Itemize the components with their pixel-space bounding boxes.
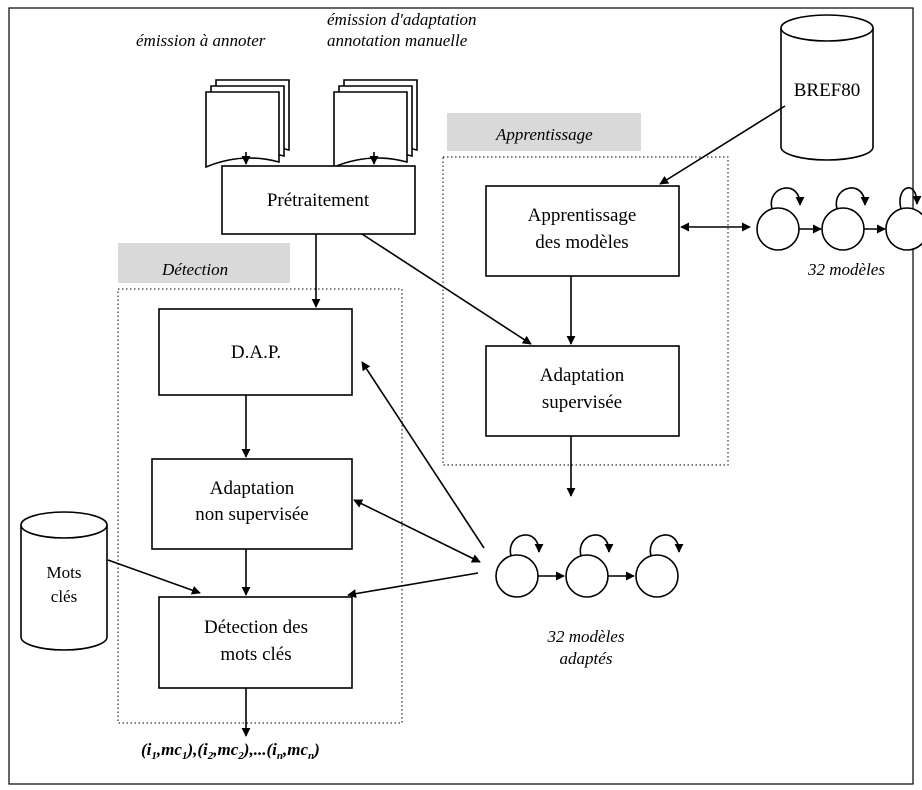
supervised-adaptation-label-line1: Adaptation: [540, 365, 625, 386]
model-training-label-line1: Apprentissage: [528, 205, 637, 226]
arrow-adapted-models-unsupervised-bidirectional: [353, 499, 481, 563]
dap-box: [158, 308, 353, 396]
bref80-database: [780, 14, 874, 161]
adaptation-doc-label-line1: émission d'adaptation: [327, 10, 477, 29]
unsupervised-adaptation-box: [151, 458, 353, 550]
adapted-models-label-line2: adaptés: [560, 649, 613, 668]
keywords-db-label-line1: Mots: [47, 563, 82, 582]
preprocessing-label: Prétraitement: [267, 190, 370, 211]
arrow-bref80-to-training: [659, 105, 786, 185]
bref80-label: BREF80: [794, 80, 861, 101]
model-training-box: [485, 185, 680, 277]
annotate-doc-label: émission à annoter: [136, 31, 266, 50]
training-group-title: Apprentissage: [495, 125, 593, 144]
training-group-tab: [447, 113, 641, 151]
trained-models-chain: [756, 187, 922, 251]
dap-label: D.A.P.: [231, 342, 281, 363]
unsupervised-adaptation-label-line2: non supervisée: [195, 504, 308, 525]
unsupervised-adaptation-label-line1: Adaptation: [210, 478, 295, 499]
training-group-frame: [442, 156, 729, 466]
adaptation-doc-label-line2: annotation manuelle: [327, 31, 468, 50]
arrow-adapted-models-to-detection: [347, 572, 479, 599]
keyword-detection-label-line1: Détection des: [204, 617, 308, 638]
adapted-models-label-line1: 32 modèles: [547, 627, 625, 646]
output-sequence: (i1,mc1),(i2,mc2),...(in,mcn): [141, 740, 320, 762]
document-stack-annotate: [205, 79, 290, 169]
supervised-adaptation-label-line2: supervisée: [542, 392, 622, 413]
preprocessing-box: [221, 165, 416, 235]
document-stack-adaptation: [333, 79, 418, 169]
supervised-adaptation-box: [485, 345, 680, 437]
outer-frame: [8, 7, 914, 785]
arrow-keywords-to-detection: [107, 559, 201, 595]
trained-models-label: 32 modèles: [807, 260, 885, 279]
arrow-adapted-models-to-dap: [361, 361, 485, 549]
adapted-models-chain: [495, 534, 684, 598]
model-training-label-line2: des modèles: [535, 232, 628, 253]
keywords-database: [20, 511, 108, 651]
keyword-detection-box: [158, 596, 353, 689]
detection-group-tab: [118, 243, 290, 283]
arrow-preprocessing-to-supervised: [361, 233, 532, 345]
keywords-db-label-line2: clés: [51, 587, 77, 606]
keyword-detection-label-line2: mots clés: [220, 644, 291, 665]
detection-group-title: Détection: [161, 260, 228, 279]
